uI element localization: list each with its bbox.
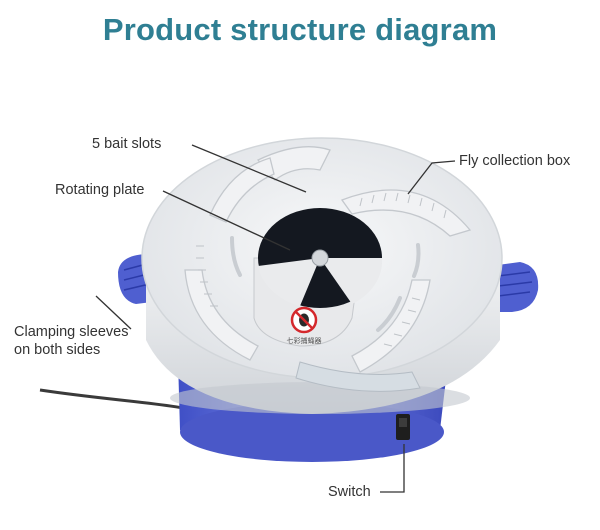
callout-rotating-plate: Rotating plate	[55, 182, 145, 198]
brand-mark: 七彩捕蝇器	[287, 336, 322, 345]
callout-clamping-sleeves-line1: Clamping sleeves	[14, 324, 129, 340]
callout-bait-slots: 5 bait slots	[92, 136, 162, 152]
power-switch	[396, 414, 410, 440]
spiral-ribs	[184, 146, 472, 373]
callout-fly-collection-box: Fly collection box	[459, 153, 571, 169]
callout-leaders	[95, 144, 456, 493]
rib-teeth	[196, 192, 447, 347]
callout-clamping-sleeves-line2: on both sides	[14, 342, 101, 358]
page-title: Product structure diagram	[102, 12, 498, 47]
callout-switch: Switch	[328, 484, 371, 500]
no-fly-icon	[290, 306, 318, 334]
fly-collection-window	[295, 361, 421, 392]
rotating-plate	[253, 208, 383, 347]
